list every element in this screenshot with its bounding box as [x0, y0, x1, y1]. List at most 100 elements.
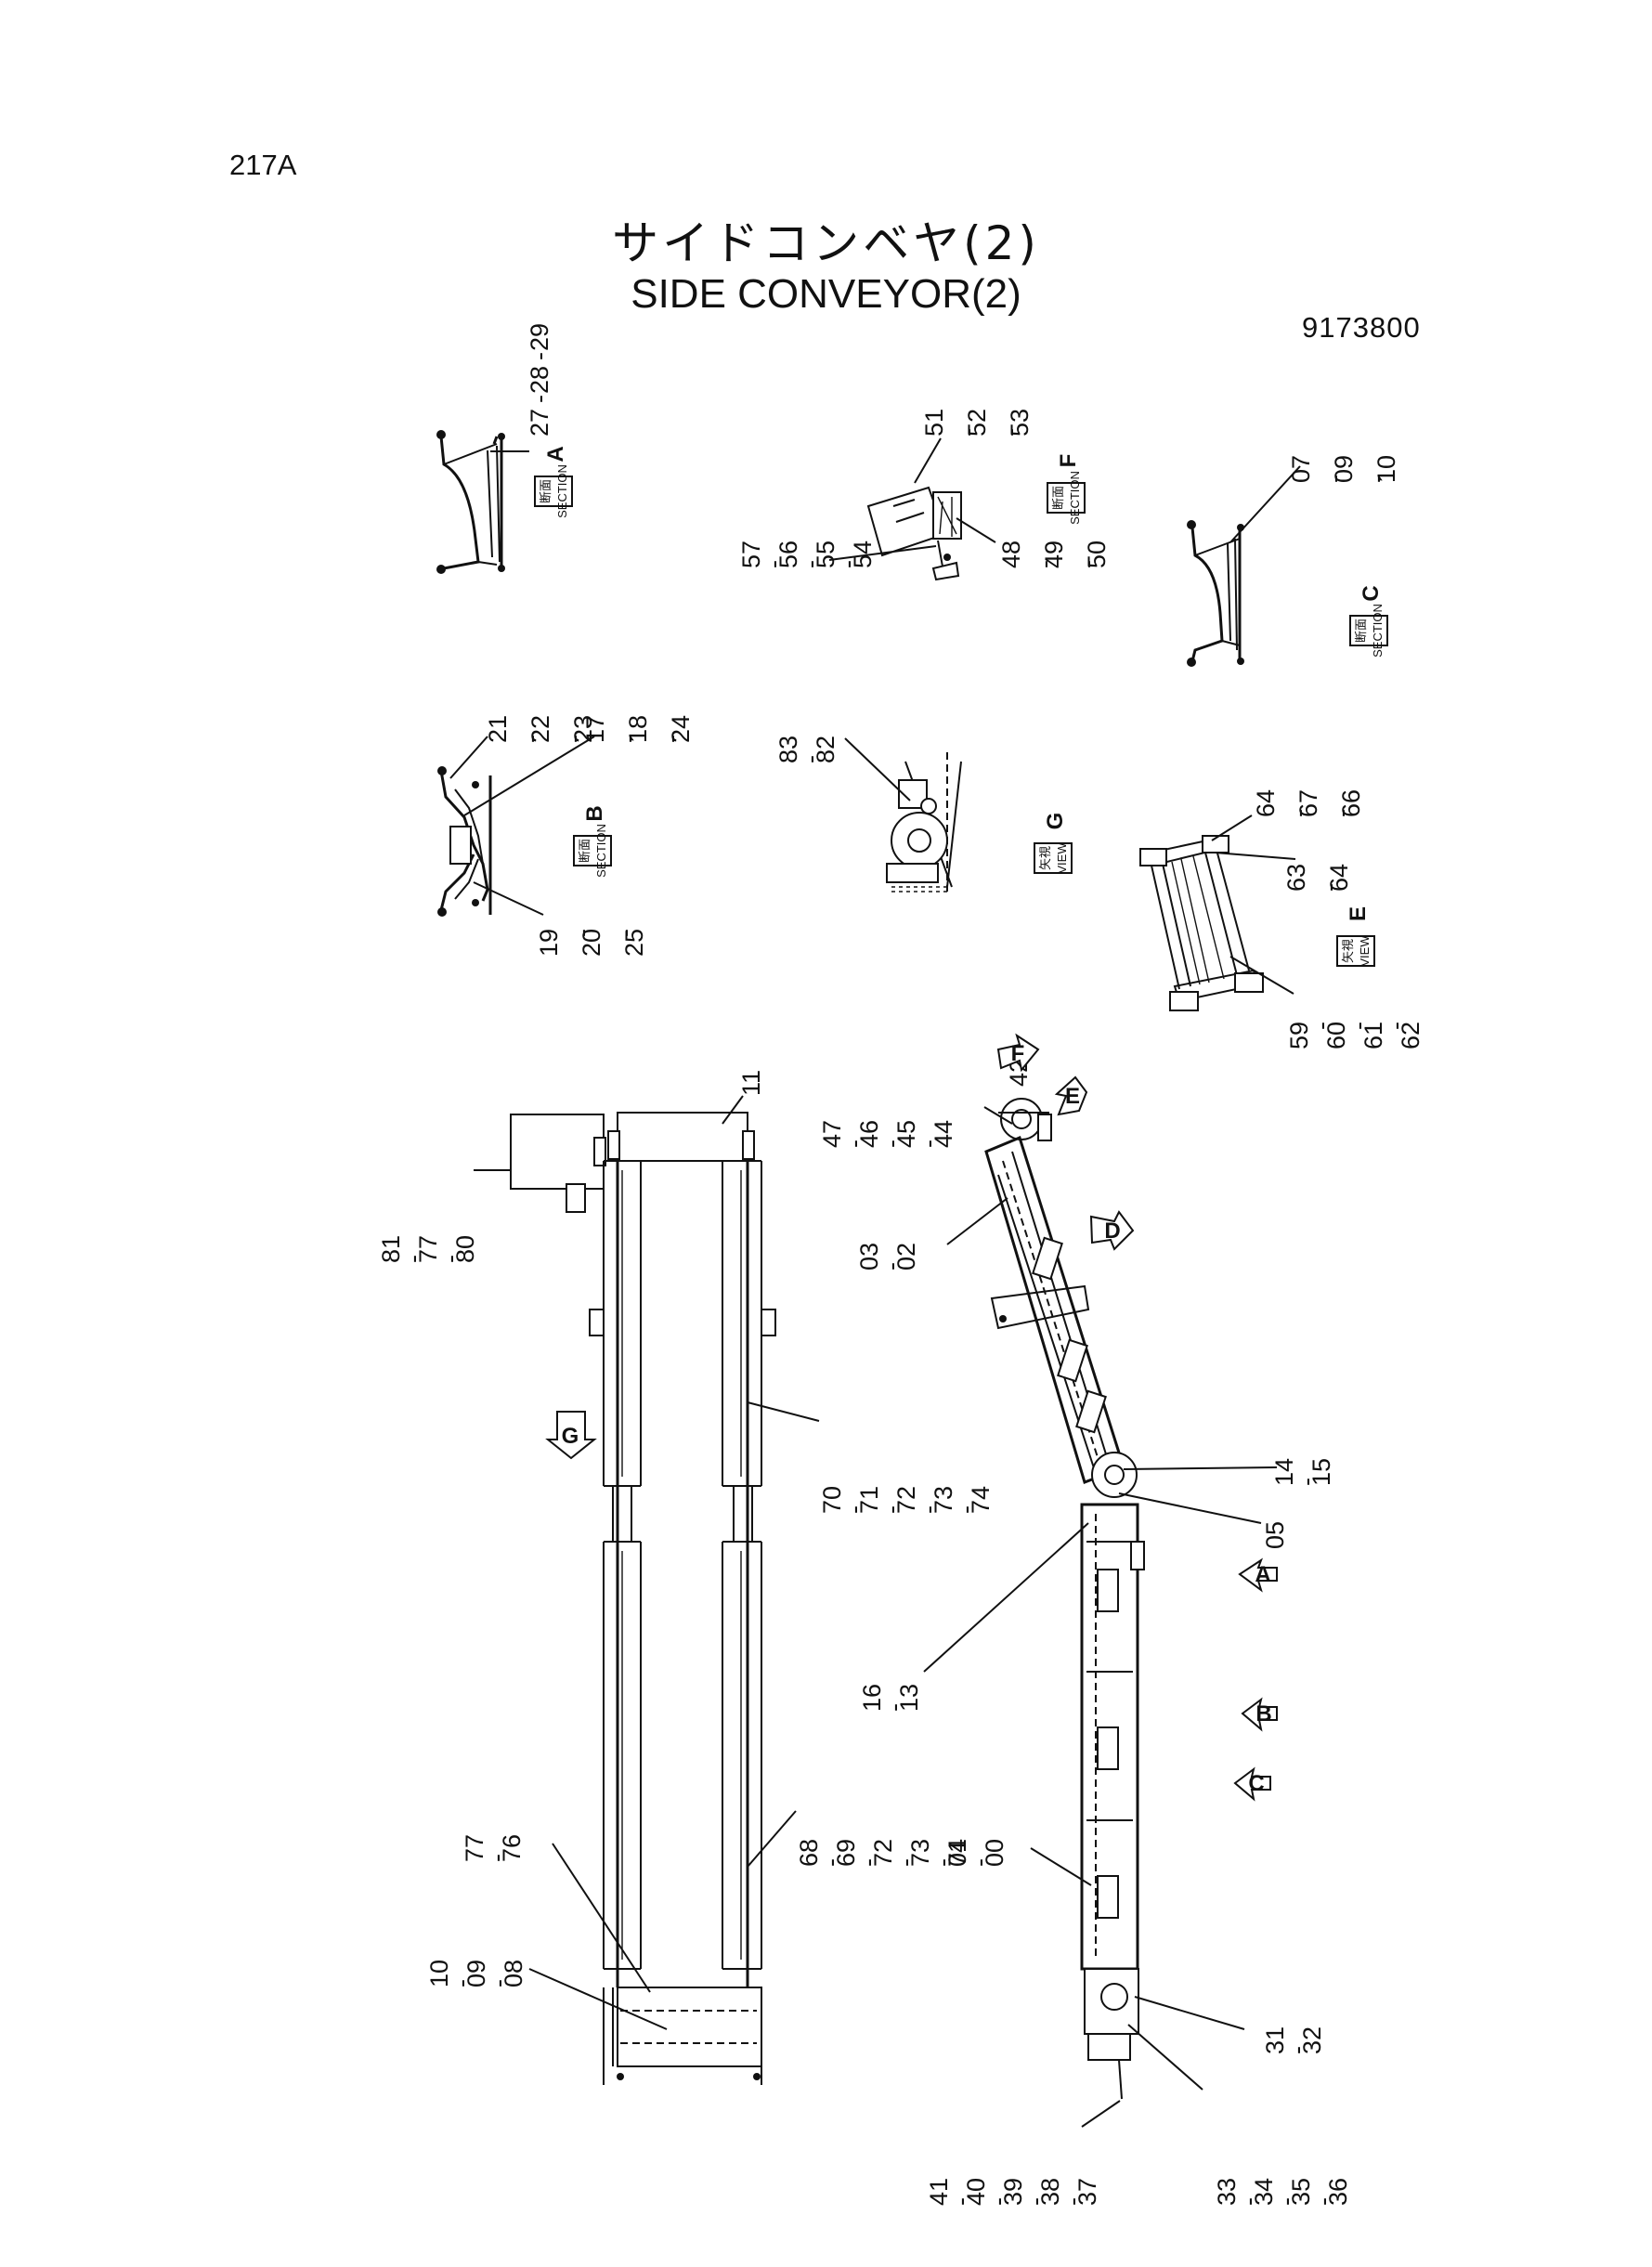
svg-text:33: 33 [1213, 2178, 1241, 2206]
svg-text:70: 70 [818, 1486, 846, 1514]
svg-text:55: 55 [812, 541, 839, 568]
svg-text:B: B [1255, 1701, 1271, 1726]
section-a-drawing [436, 430, 529, 574]
svg-text:-: - [611, 929, 639, 937]
svg-text:E: E [1065, 1084, 1080, 1109]
svg-text:-: - [878, 1140, 905, 1148]
svg-text:-: - [483, 1854, 511, 1862]
svg-text:-: - [1316, 883, 1344, 892]
view-g-tag: 矢視 VIEW G [1034, 813, 1073, 874]
svg-text:-: - [966, 1858, 994, 1867]
arrow-e: E [1054, 1075, 1088, 1116]
svg-text:28: 28 [526, 366, 553, 394]
svg-text:-: - [915, 1140, 943, 1148]
svg-text:VIEW: VIEW [1055, 842, 1069, 874]
svg-text:52: 52 [963, 409, 991, 436]
svg-text:-: - [840, 1505, 868, 1514]
svg-text:60: 60 [1322, 1022, 1350, 1049]
svg-text:10: 10 [425, 1960, 453, 1987]
svg-text:38: 38 [1036, 2178, 1064, 2206]
svg-text:G: G [562, 1424, 579, 1449]
svg-text:-: - [448, 1979, 475, 1987]
svg-text:62: 62 [1397, 1022, 1424, 1049]
svg-text:-: - [399, 1255, 427, 1263]
straight-conveyor-drawing [510, 1112, 776, 2085]
svg-text:-: - [1382, 1022, 1410, 1030]
callout-07-10: 07 - 09 - 10 [1287, 455, 1400, 483]
svg-text:59: 59 [1285, 1022, 1313, 1049]
callout-05: 05 [1261, 1521, 1289, 1549]
svg-text:-: - [568, 929, 596, 937]
svg-text:77: 77 [461, 1834, 488, 1862]
svg-text:36: 36 [1324, 2178, 1352, 2206]
svg-text:73: 73 [930, 1486, 957, 1514]
view-e-tag: 矢視 VIEW E [1336, 906, 1375, 967]
svg-text:-: - [840, 1140, 868, 1148]
svg-text:32: 32 [1298, 2026, 1326, 2054]
svg-text:-: - [1272, 2197, 1300, 2206]
svg-text:-: - [952, 1505, 980, 1514]
title-japanese: サイドコンベヤ(2) [612, 216, 1040, 270]
svg-text:F: F [1011, 1041, 1025, 1066]
svg-text:-: - [1059, 2197, 1086, 2206]
svg-text:A: A [543, 446, 568, 462]
svg-text:-: - [526, 395, 553, 403]
svg-text:67: 67 [1294, 789, 1322, 817]
svg-text:09: 09 [1330, 455, 1358, 483]
callout-47-44: 47 - 46 - 45 - 44 [818, 1120, 957, 1148]
svg-text:断面: 断面 [1354, 619, 1368, 643]
arrow-d: D [1089, 1210, 1135, 1251]
svg-text:-: - [1307, 1022, 1335, 1030]
svg-text:50: 50 [1083, 541, 1111, 568]
svg-text:-: - [1285, 809, 1313, 817]
svg-text:10: 10 [1372, 455, 1400, 483]
svg-text:-: - [1293, 1478, 1320, 1486]
svg-text:-: - [1031, 560, 1059, 568]
callout-68-74: 68 - 69 - 72 - 73 - 74 [795, 1839, 971, 1867]
svg-text:-: - [996, 428, 1024, 436]
svg-text:41: 41 [925, 2178, 953, 2206]
arrow-b: B [1241, 1697, 1278, 1732]
svg-text:断面: 断面 [1051, 486, 1065, 510]
svg-text:SECTION: SECTION [1371, 604, 1385, 658]
svg-text:矢視: 矢視 [1341, 939, 1355, 963]
title-english: SIDE CONVEYOR(2) [631, 271, 1021, 317]
svg-text:46: 46 [855, 1120, 883, 1148]
svg-text:-: - [657, 735, 685, 743]
svg-text:15: 15 [1307, 1458, 1335, 1486]
svg-text:E: E [1346, 906, 1371, 921]
svg-text:11: 11 [737, 1070, 765, 1096]
svg-text:-: - [1021, 2197, 1049, 2206]
svg-text:-: - [485, 1979, 513, 1987]
svg-text:22: 22 [527, 715, 554, 743]
svg-text:-: - [947, 2197, 975, 2206]
svg-text:47: 47 [818, 1120, 846, 1148]
svg-text:64: 64 [1325, 864, 1353, 892]
svg-text:07: 07 [1287, 455, 1315, 483]
svg-text:54: 54 [849, 541, 877, 568]
svg-text:72: 72 [892, 1486, 920, 1514]
callout-31-32: 31 - 32 [1261, 2026, 1326, 2054]
svg-text:-: - [1363, 475, 1391, 483]
callout-64-66: 64 - 67 - 66 [1252, 789, 1365, 817]
callout-33-36: 33 - 34 - 35 - 36 [1213, 2178, 1352, 2206]
callout-70-74: 70 - 71 - 72 - 73 - 74 [818, 1486, 995, 1514]
svg-text:09: 09 [462, 1960, 490, 1987]
svg-text:-: - [891, 1858, 919, 1867]
callout-57-54: 57 - 56 - 55 - 54 [737, 541, 877, 568]
svg-text:18: 18 [624, 715, 652, 743]
svg-text:VIEW: VIEW [1358, 935, 1372, 967]
svg-text:-: - [878, 1262, 905, 1270]
callout-10-08: 10 - 09 - 08 [425, 1960, 527, 1987]
svg-text:-: - [797, 755, 825, 763]
svg-text:01: 01 [943, 1839, 971, 1867]
callout-77-76: 77 - 76 [461, 1834, 526, 1862]
svg-text:13: 13 [895, 1684, 923, 1712]
svg-text:74: 74 [943, 1839, 971, 1867]
svg-text:05: 05 [1261, 1521, 1289, 1549]
svg-text:-: - [1345, 1022, 1372, 1030]
svg-text:17: 17 [581, 715, 609, 743]
view-e-drawing [1139, 835, 1264, 1011]
section-b-drawing [437, 766, 492, 917]
